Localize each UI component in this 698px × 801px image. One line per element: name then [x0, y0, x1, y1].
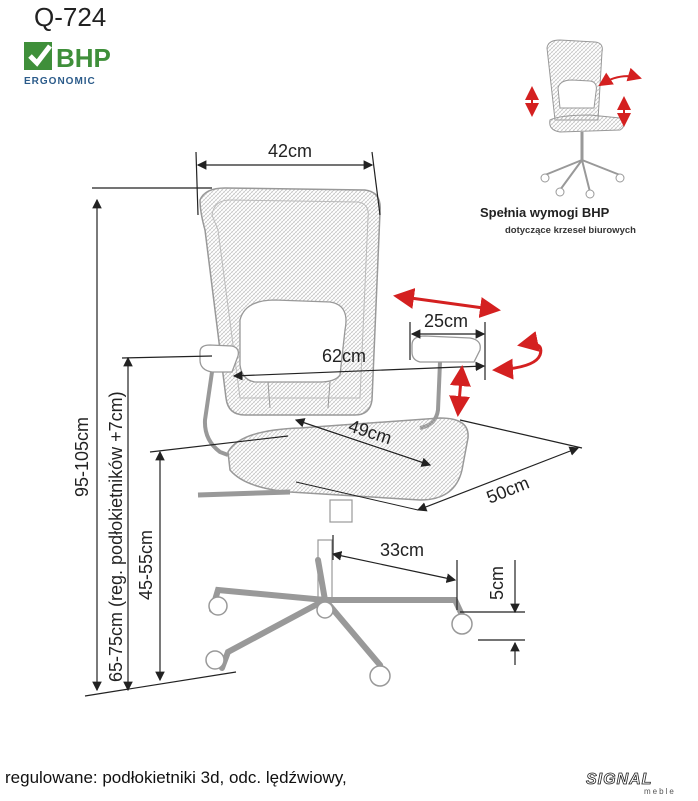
dim-armrest-depth: 25cm	[424, 311, 469, 331]
dim-width-top: 42cm	[268, 141, 313, 161]
chair-backrest	[199, 187, 381, 416]
footer-features-text: regulowane: podłokietniki 3d, odc. lędźw…	[5, 768, 347, 787]
brand-tagline: meble	[644, 787, 676, 796]
model-name: Q-724	[34, 2, 107, 32]
bhp-mini-chair	[525, 39, 642, 199]
dimension-lines	[84, 151, 583, 697]
signal-brand-logo: SIGNAL meble	[586, 771, 676, 796]
dim-seat-height: 45-55cm	[136, 529, 156, 600]
logo-subtext: ERGONOMIC	[24, 76, 96, 87]
dim-width-arms: 62cm	[322, 346, 367, 366]
chair-base	[197, 489, 473, 687]
brand-name: SIGNAL	[586, 771, 652, 788]
dim-total-height: 95-105cm	[72, 416, 92, 497]
dim-caster-height: 5cm	[487, 565, 507, 600]
dim-armrest-height: 65-75cm (reg. podłokietników +7cm)	[106, 391, 126, 682]
bhp-ergonomic-logo: BHP ERGONOMIC	[24, 42, 111, 87]
bhp-badge-subtitle: dotyczące krzeseł biurowych	[505, 225, 636, 236]
logo-text: BHP	[56, 43, 111, 73]
dim-base-radius: 33cm	[380, 540, 425, 560]
bhp-badge-title: Spełnia wymogi BHP	[480, 205, 610, 220]
adjustment-arrows	[393, 288, 543, 417]
